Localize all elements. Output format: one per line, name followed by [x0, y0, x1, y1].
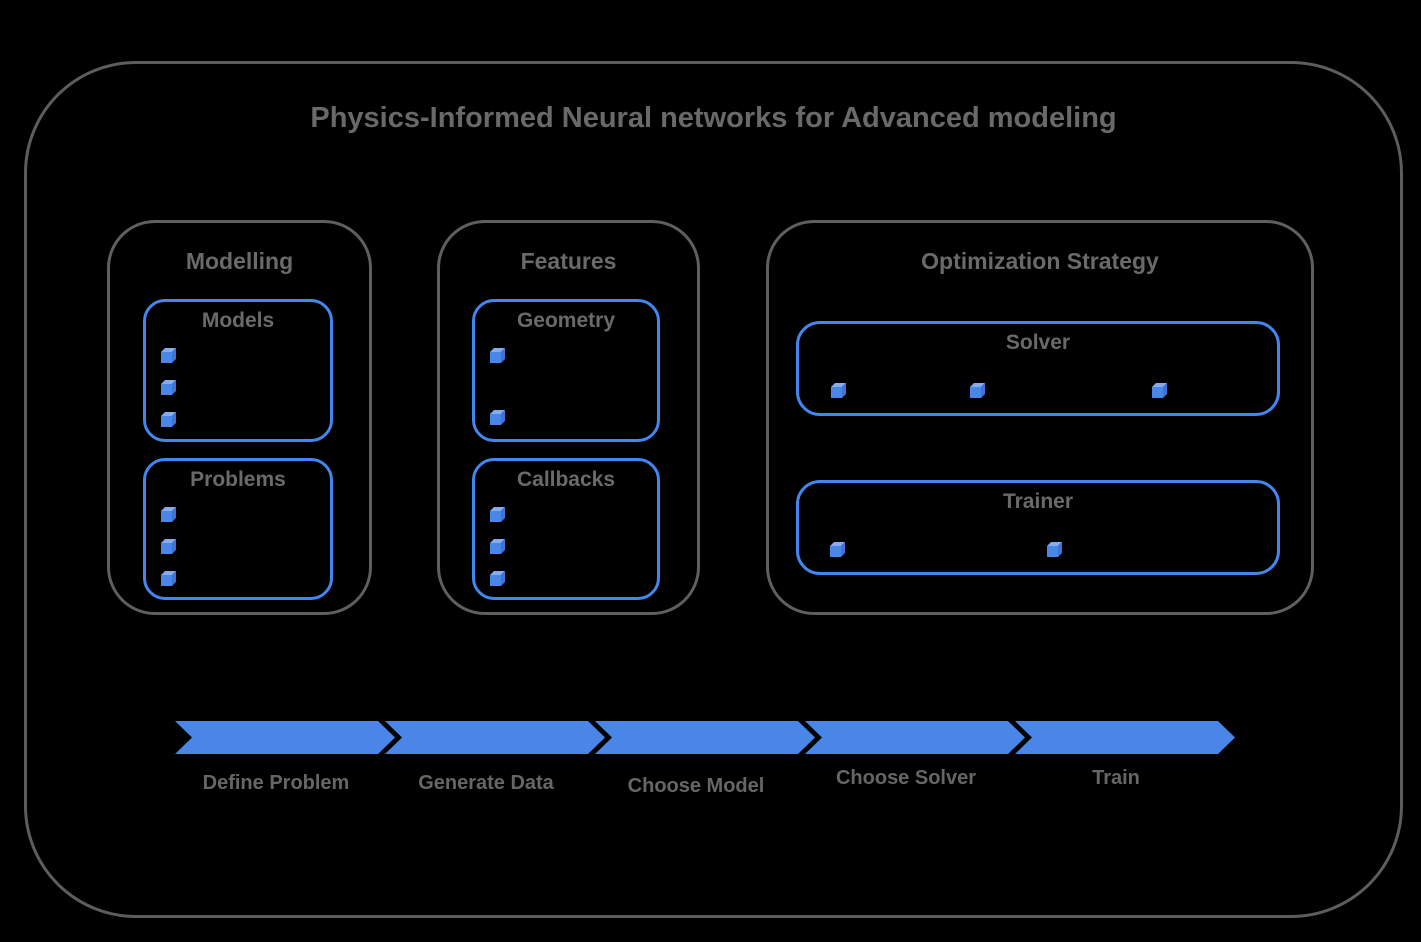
- box-models-title: Models: [201, 309, 275, 332]
- callbacks-cube-list: [488, 506, 505, 587]
- models-cube-list: [159, 347, 176, 428]
- box-models: Models: [143, 299, 333, 442]
- cube-icon: [161, 571, 176, 586]
- workflow-arrow-generate-data: [385, 721, 605, 754]
- outer-frame: [24, 61, 1403, 918]
- cube-icon: [161, 507, 176, 522]
- box-problems-title: Problems: [190, 468, 286, 491]
- cube-icon: [1152, 383, 1167, 398]
- box-callbacks-title: Callbacks: [516, 468, 616, 491]
- problems-cube-list: [159, 506, 176, 587]
- box-trainer-title: Trainer: [1002, 490, 1074, 513]
- group-modelling: Modelling Models Problems: [107, 220, 372, 615]
- cube-icon: [161, 348, 176, 363]
- workflow-arrow-choose-model: [595, 721, 815, 754]
- workflow-step-label: Choose Solver: [835, 767, 977, 789]
- cube-icon: [490, 507, 505, 522]
- workflow-step-label: Train: [1092, 767, 1140, 789]
- box-callbacks: Callbacks: [472, 458, 660, 600]
- solver-cube-list: [799, 382, 1277, 399]
- trainer-cube-list: [799, 541, 1277, 558]
- cube-icon: [830, 542, 845, 557]
- box-geometry-title: Geometry: [516, 309, 616, 332]
- cube-icon: [490, 410, 505, 425]
- box-geometry: Geometry: [472, 299, 660, 442]
- cube-icon: [161, 539, 176, 554]
- workflow-arrow-define-problem: [175, 721, 395, 754]
- cube-icon: [490, 571, 505, 586]
- group-optimization-title: Optimization Strategy: [921, 248, 1159, 274]
- workflow-step-label: Choose Model: [627, 775, 765, 797]
- cube-icon: [490, 348, 505, 363]
- group-features-title: Features: [520, 248, 617, 274]
- group-features: Features Geometry Callbacks: [437, 220, 700, 615]
- cube-icon: [831, 383, 846, 398]
- box-solver-title: Solver: [1005, 331, 1071, 354]
- box-trainer: Trainer: [796, 480, 1280, 575]
- geometry-cube-list: [488, 347, 505, 426]
- workflow-arrow-choose-solver: [805, 721, 1025, 754]
- group-modelling-title: Modelling: [185, 248, 294, 274]
- workflow-ribbon: Define Problem Generate Data Choose Mode…: [175, 721, 1235, 811]
- box-problems: Problems: [143, 458, 333, 600]
- cube-icon: [161, 380, 176, 395]
- page-title: Physics-Informed Neural networks for Adv…: [310, 102, 1117, 134]
- box-solver: Solver: [796, 321, 1280, 416]
- workflow-arrow-train: [1015, 721, 1235, 754]
- cube-icon: [490, 539, 505, 554]
- group-optimization-strategy: Optimization Strategy Solver Trainer: [766, 220, 1314, 615]
- cube-icon: [970, 383, 985, 398]
- workflow-step-label: Generate Data: [418, 772, 554, 794]
- cube-icon: [161, 412, 176, 427]
- workflow-step-label: Define Problem: [202, 772, 350, 794]
- cube-icon: [1047, 542, 1062, 557]
